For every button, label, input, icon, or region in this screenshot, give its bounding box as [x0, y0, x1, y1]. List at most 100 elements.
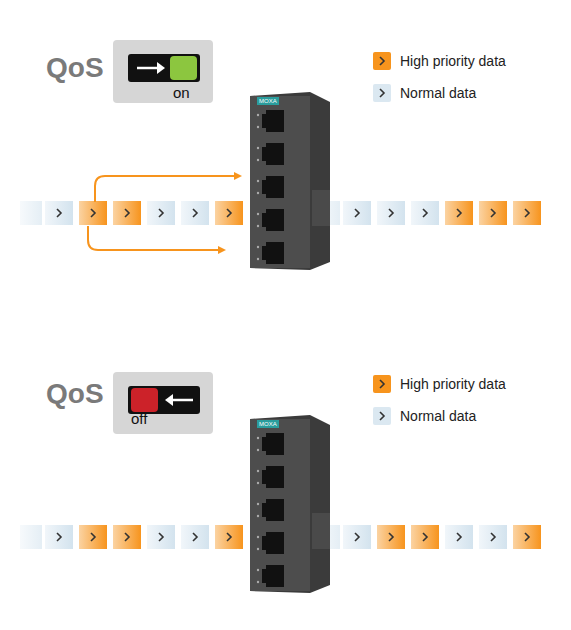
legend-swatch: [373, 375, 391, 393]
port: [266, 532, 284, 554]
chevron: [193, 533, 197, 541]
brand-label: MOXA: [257, 97, 279, 105]
chevron: [491, 209, 495, 217]
ethernet-switch: [250, 92, 330, 270]
chevron: [373, 84, 391, 102]
switch-face: [250, 419, 310, 591]
port: [262, 180, 266, 194]
stream-pass: [312, 190, 330, 226]
chevron: [159, 533, 163, 541]
normal-packet: [45, 525, 73, 549]
led: [257, 180, 259, 182]
chevron: [457, 209, 461, 217]
chevron: [159, 209, 163, 217]
chevron: [57, 209, 61, 217]
chevron: [423, 209, 427, 217]
port: [262, 437, 266, 451]
normal-packet: [445, 525, 473, 549]
normal-packet: [181, 201, 209, 225]
chevron: [373, 52, 391, 70]
toggle-panel: on: [113, 40, 213, 103]
led: [257, 548, 259, 550]
chevron: [491, 533, 495, 541]
port: [266, 209, 284, 231]
chevron: [91, 209, 95, 217]
legend-text: Normal data: [400, 408, 476, 424]
chevron: [389, 209, 393, 217]
port: [266, 143, 284, 165]
port: [262, 569, 266, 583]
port: [262, 246, 266, 260]
data-tail: [20, 201, 42, 225]
legend-swatch: [373, 407, 391, 425]
normal-packet: [147, 525, 175, 549]
qos-label: QoS: [46, 378, 104, 410]
port: [266, 499, 284, 521]
legend-swatch: [373, 84, 391, 102]
port: [262, 470, 266, 484]
toggle-state: on: [173, 84, 190, 101]
port: [266, 242, 284, 264]
chevron: [389, 533, 393, 541]
led: [257, 246, 259, 248]
legend-text: Normal data: [400, 85, 476, 101]
led: [257, 225, 259, 227]
chevron: [525, 209, 529, 217]
led: [257, 192, 259, 194]
led: [257, 470, 259, 472]
normal-packet: [343, 201, 371, 225]
ethernet-switch: [250, 415, 330, 593]
priority-packet: [411, 525, 439, 549]
legend-text: High priority data: [400, 376, 506, 392]
port: [262, 503, 266, 517]
priority-packet: [215, 525, 243, 549]
priority-packet: [479, 201, 507, 225]
led: [257, 536, 259, 538]
normal-packet: [411, 201, 439, 225]
port: [266, 466, 284, 488]
chevron: [373, 407, 391, 425]
legend-swatch: [373, 52, 391, 70]
qos-label: QoS: [46, 52, 104, 84]
led: [257, 213, 259, 215]
stream-pass: [312, 513, 330, 549]
led: [257, 581, 259, 583]
chevron: [373, 375, 391, 393]
port: [266, 176, 284, 198]
switch-body: [250, 92, 330, 270]
chevron: [525, 533, 529, 541]
led: [257, 159, 259, 161]
port: [262, 147, 266, 161]
priority-packet: [79, 525, 107, 549]
priority-packet: [215, 201, 243, 225]
led: [257, 449, 259, 451]
priority-packet: [513, 525, 541, 549]
priority-packet: [113, 525, 141, 549]
chevron: [125, 533, 129, 541]
priority-packet: [377, 525, 405, 549]
led: [257, 258, 259, 260]
switch-body: [250, 415, 330, 593]
normal-packet: [147, 201, 175, 225]
port: [266, 565, 284, 587]
chevron: [193, 209, 197, 217]
chevron: [355, 533, 359, 541]
priority-arrow: [95, 176, 240, 202]
priority-packet: [445, 201, 473, 225]
chevron: [125, 209, 129, 217]
toggle-state: off: [131, 410, 147, 427]
led: [257, 482, 259, 484]
port: [266, 433, 284, 455]
chevron: [57, 533, 61, 541]
toggle-panel: off: [113, 372, 213, 434]
priority-arrow: [88, 226, 224, 250]
led: [257, 503, 259, 505]
led: [257, 126, 259, 128]
led: [257, 114, 259, 116]
priority-packet: [79, 201, 107, 225]
normal-packet: [45, 201, 73, 225]
led: [257, 437, 259, 439]
port: [266, 110, 284, 132]
toggle-switch: [113, 40, 213, 102]
chevron: [355, 209, 359, 217]
